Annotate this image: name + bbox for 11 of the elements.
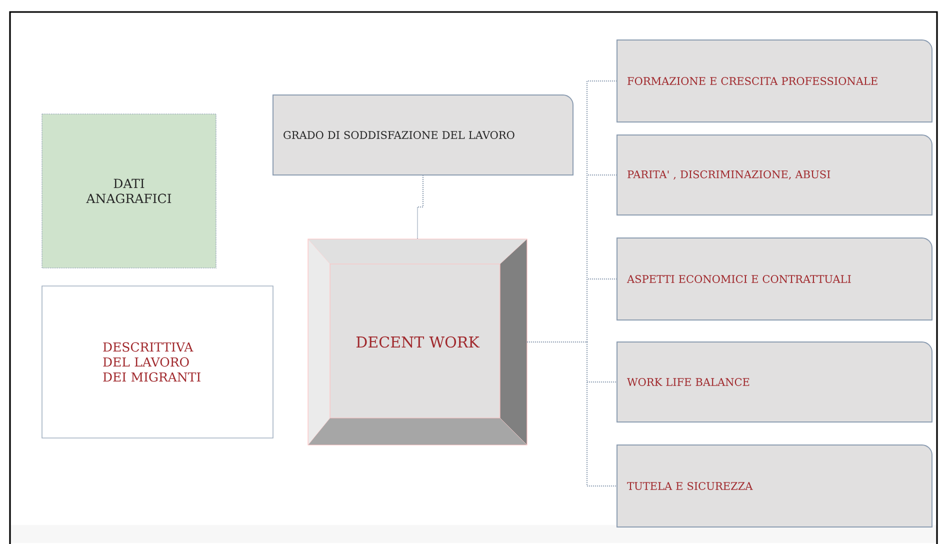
connector	[526, 342, 618, 486]
topic-box: GRADO DI SODDISFAZIONE DEL LAVORO	[272, 94, 574, 176]
topic-box: FORMAZIONE E CRESCITA PROFESSIONALE	[616, 40, 932, 122]
topic-box: ASPETTI ECONOMICI E CONTRATTUALI	[616, 238, 932, 320]
bevel-box: DECENT WORK	[308, 238, 528, 446]
connector	[417, 174, 424, 240]
info-box: DATI ANAGRAFICI	[42, 114, 216, 268]
info-box: DESCRITTIVA DEL LAVORO DEI MIGRANTI	[42, 286, 274, 438]
topic-box: WORK LIFE BALANCE	[616, 342, 932, 422]
topic-box: PARITA' , DISCRIMINAZIONE, ABUSI	[616, 134, 932, 216]
topic-box: TUTELA E SICUREZZA	[616, 444, 932, 528]
